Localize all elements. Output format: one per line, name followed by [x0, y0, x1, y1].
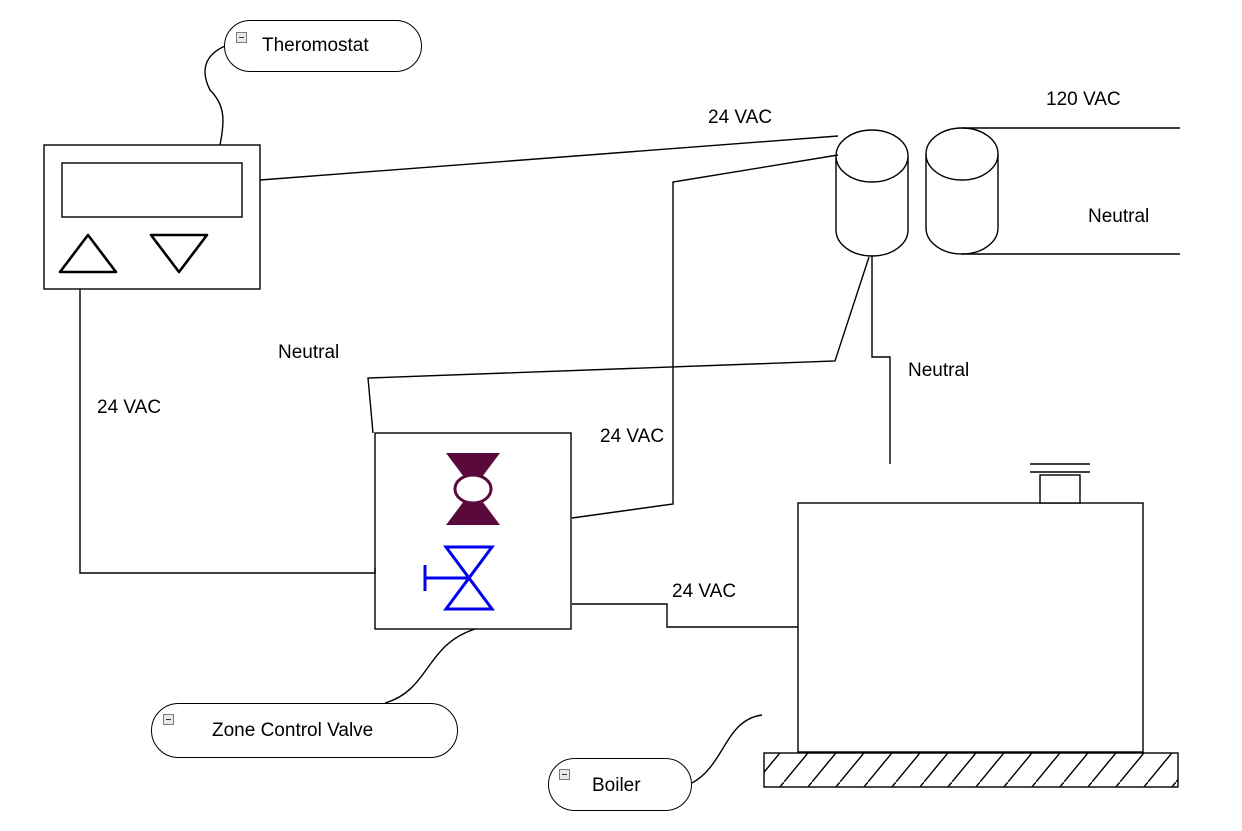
wires: [79, 45, 1180, 784]
wire-valve-to-boiler: [572, 603, 798, 628]
wire-transformer-to-valve-neutral: [367, 256, 870, 434]
label-thermostat-to-transformer-24vac: 24 VAC: [708, 107, 773, 128]
callout-zone-valve-label: Zone Control Valve: [212, 720, 374, 741]
callout-boiler-label: Boiler: [592, 775, 641, 796]
label-valve-to-boiler-24vac: 24 VAC: [672, 581, 737, 602]
label-valve-neutral: Neutral: [278, 342, 340, 363]
thermostat-up-button: [58, 233, 118, 274]
label-boiler-neutral: Neutral: [908, 360, 970, 381]
thermostat-display: [61, 162, 243, 218]
leader-zone-valve: [384, 628, 476, 704]
wire-transformer-to-boiler-neutral: [871, 256, 891, 464]
boiler-base-hatched: [763, 752, 1179, 788]
valve-actuator-icon: [446, 453, 500, 525]
wire-transformer-to-valve-24vac: [571, 154, 839, 519]
thermostat-down-button: [149, 233, 209, 274]
collapse-icon[interactable]: [163, 714, 174, 725]
wire-thermostat-to-transformer: [259, 135, 839, 181]
label-mains-neutral: Neutral: [1088, 206, 1150, 227]
collapse-icon[interactable]: [236, 32, 247, 43]
leader-thermostat: [204, 45, 226, 146]
label-thermostat-to-valve-24vac: 24 VAC: [97, 397, 162, 418]
callout-boiler[interactable]: Boiler: [548, 758, 692, 811]
transformer: [835, 127, 999, 257]
callout-thermostat-label: Theromostat: [262, 35, 369, 56]
label-mains-hot-120vac: 120 VAC: [1046, 89, 1121, 110]
thermostat: [43, 144, 261, 290]
boiler-body: [797, 502, 1144, 753]
transformer-primary-coil: [925, 127, 999, 255]
wire-thermostat-to-valve: [79, 289, 376, 574]
label-transformer-to-valve-24vac: 24 VAC: [600, 426, 665, 447]
callout-thermostat[interactable]: Theromostat: [224, 20, 422, 72]
valve-symbol-icon: [423, 545, 495, 611]
boiler-flue: [1039, 474, 1081, 504]
leader-boiler: [691, 714, 763, 784]
collapse-icon[interactable]: [559, 769, 570, 780]
boiler: [763, 463, 1179, 788]
zone-control-valve: [374, 432, 572, 630]
transformer-secondary-coil: [835, 129, 909, 257]
callout-zone-control-valve[interactable]: Zone Control Valve: [151, 703, 458, 758]
